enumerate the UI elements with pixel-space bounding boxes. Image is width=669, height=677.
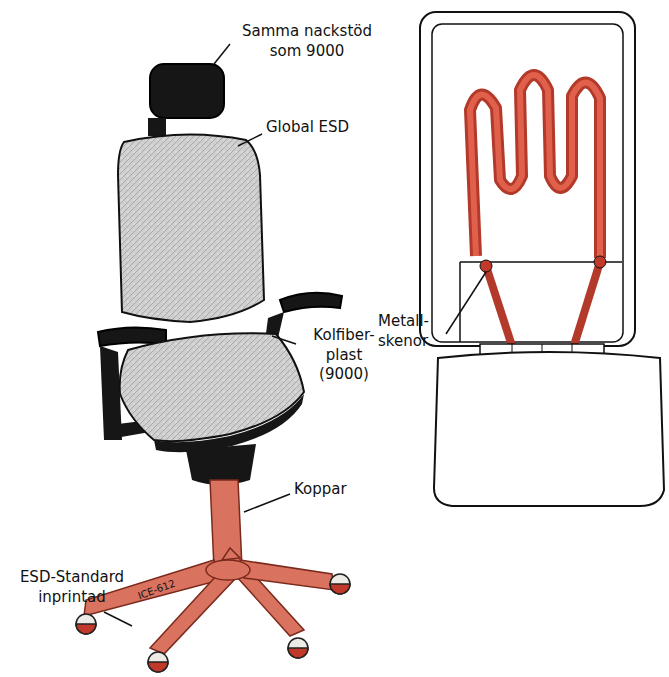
part-annotation: Koppar — [294, 480, 384, 500]
part-annotation: Samma nackstöd som 9000 — [232, 22, 382, 61]
part-annotation: ESD-Standard inprintad — [8, 568, 136, 607]
part-annotation: Metall- skenor — [378, 312, 450, 351]
part-annotation: Kolfiber- plast (9000) — [300, 326, 388, 385]
part-annotation: Global ESD — [266, 118, 386, 138]
